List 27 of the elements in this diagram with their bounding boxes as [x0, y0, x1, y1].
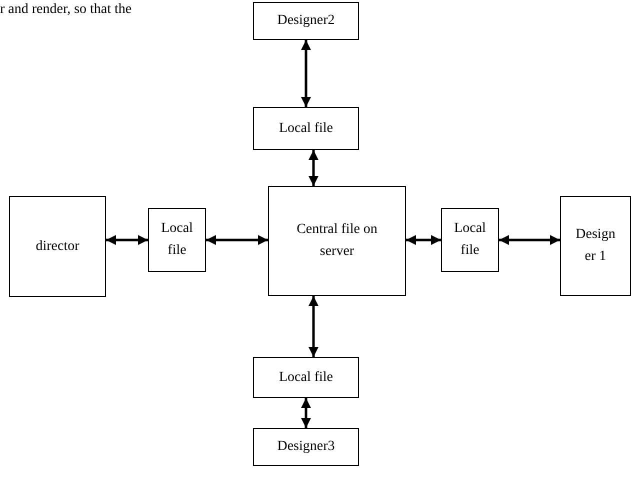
node-label: Designer2	[277, 12, 335, 30]
process-box	[253, 2, 359, 40]
double-arrow	[301, 398, 311, 428]
node-label: Local file	[453, 220, 487, 260]
double-arrow	[308, 150, 318, 186]
double-arrow	[406, 235, 441, 245]
process-box	[268, 186, 406, 296]
node-label: Designer 1	[574, 226, 616, 266]
process-box	[253, 428, 359, 466]
node-label: Local file	[278, 120, 334, 138]
double-arrow	[106, 235, 148, 245]
node-label: Local file	[160, 220, 194, 260]
process-box	[9, 196, 106, 297]
process-box	[148, 208, 206, 272]
process-box	[253, 107, 359, 150]
process-box	[441, 208, 499, 272]
process-box	[560, 196, 631, 296]
node-label: Local file	[278, 368, 334, 387]
double-arrow	[499, 235, 560, 245]
node-label: Designer3	[277, 438, 335, 456]
double-arrow	[206, 235, 268, 245]
process-box	[253, 357, 359, 398]
node-label: director	[36, 238, 80, 256]
double-arrow	[301, 40, 311, 107]
node-label: Central file on server	[296, 221, 378, 261]
text-fragment: r and render, so that the	[0, 2, 132, 18]
double-arrow	[308, 296, 318, 357]
